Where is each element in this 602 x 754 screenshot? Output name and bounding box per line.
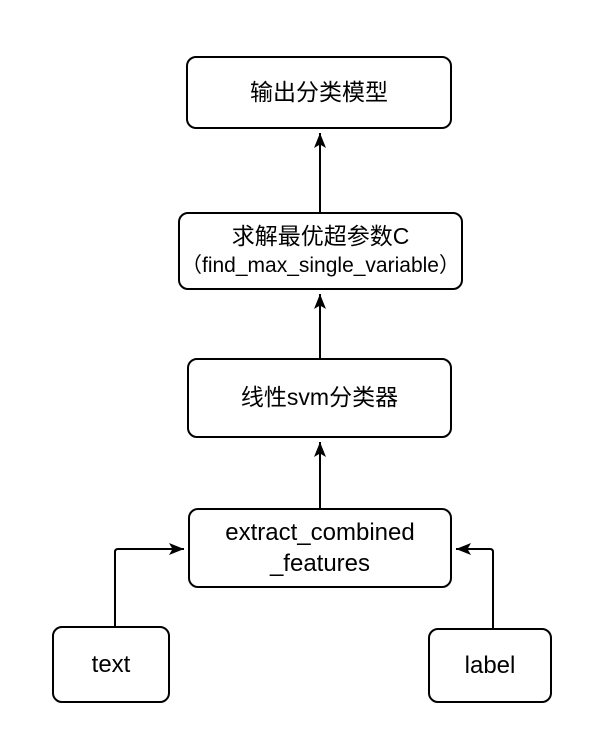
node-text-label: text bbox=[91, 650, 131, 678]
node-output-model-label: 输出分类模型 bbox=[250, 78, 388, 105]
node-extract-combined-features: extract_combined _features bbox=[188, 508, 452, 588]
edge-label-to-extract bbox=[456, 543, 494, 628]
node-find-max-hyperparameter: 求解最优超参数C （find_max_single_variable） bbox=[178, 212, 463, 290]
node-linear-svm-label: 线性svm分类器 bbox=[240, 384, 399, 411]
node-label-input: label bbox=[428, 628, 552, 703]
node-label-label: label bbox=[464, 651, 516, 679]
node-text-input: text bbox=[52, 626, 170, 703]
node-extract-label-line1: extract_combined bbox=[225, 518, 415, 546]
node-find-max-label-line2: （find_max_single_variable） bbox=[181, 254, 460, 278]
node-linear-svm-classifier: 线性svm分类器 bbox=[187, 358, 452, 438]
node-output-model: 输出分类模型 bbox=[186, 56, 452, 129]
edge-text-to-extract bbox=[114, 543, 184, 626]
node-extract-label-line2: _features bbox=[269, 550, 371, 577]
node-find-max-label-line1: 求解最优超参数C bbox=[231, 223, 410, 250]
